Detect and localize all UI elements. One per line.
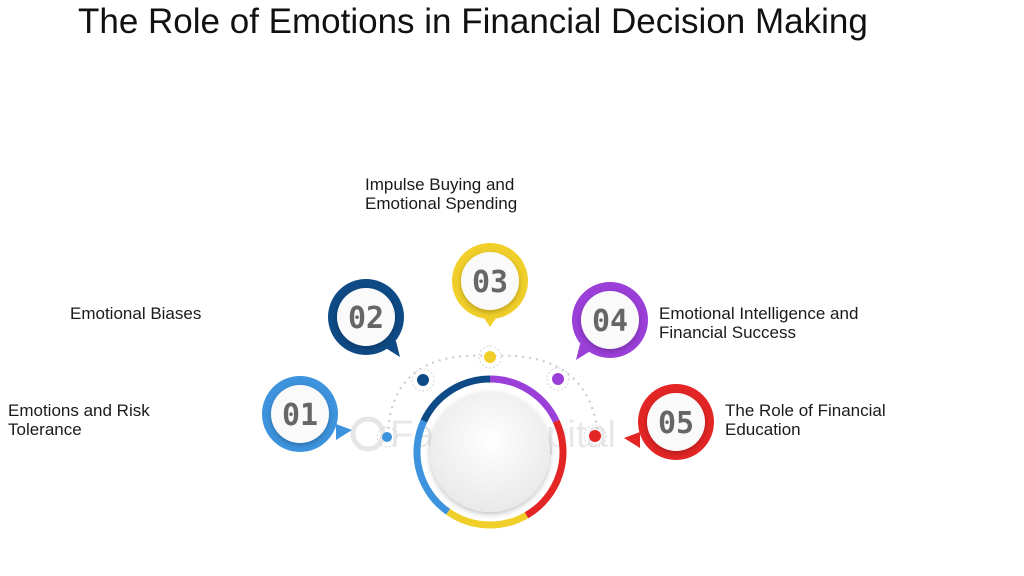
step-label-03-line1: Impulse Buying and xyxy=(365,175,515,194)
connector-dot-05-halo xyxy=(583,424,607,448)
badge-05-number: 05 xyxy=(658,406,694,441)
badge-01: 01 xyxy=(262,376,352,452)
page-title: The Role of Emotions in Financial Decisi… xyxy=(78,2,868,41)
ring-segment-yellow xyxy=(446,508,529,529)
step-label-01: Emotions and Risk Tolerance xyxy=(8,401,150,439)
ring-segment-purple xyxy=(489,375,560,423)
ring-segment-red xyxy=(524,419,567,519)
connector-dot-01 xyxy=(382,432,392,442)
badge-04-number: 04 xyxy=(592,304,628,339)
badge-02: 02 xyxy=(328,279,404,357)
badge-05-pointer xyxy=(624,432,640,448)
connector-dot-04-halo xyxy=(546,367,570,391)
badge-02-number: 02 xyxy=(348,301,384,336)
connector-dots xyxy=(376,345,607,448)
step-label-04-line1: Emotional Intelligence and xyxy=(659,304,859,323)
step-label-01-line1: Emotions and Risk xyxy=(8,401,150,420)
step-label-04-line2: Financial Success xyxy=(659,323,797,342)
badge-04: 04 xyxy=(572,282,648,360)
badge-04-disc xyxy=(581,291,639,349)
connector-dot-04 xyxy=(552,373,564,385)
badge-05-disc xyxy=(647,393,705,451)
connector-dot-02-halo xyxy=(411,368,435,392)
badge-05: 05 xyxy=(624,384,714,460)
connector-dot-03 xyxy=(484,351,496,363)
central-disc xyxy=(430,392,550,512)
step-label-03-line2: Emotional Spending xyxy=(365,194,518,213)
ring-segment-blue-light xyxy=(413,419,451,515)
step-label-01-line2: Tolerance xyxy=(8,420,82,439)
badge-01-pointer xyxy=(336,424,352,440)
central-ring xyxy=(413,375,567,529)
step-label-05: The Role of Financial Education xyxy=(725,401,886,439)
step-label-05-line2: Education xyxy=(725,420,801,439)
ring-segment-blue-dark xyxy=(420,375,491,423)
step-label-05-line1: The Role of Financial xyxy=(725,401,886,420)
step-label-02-line1: Emotional Biases xyxy=(70,304,202,323)
step-label-02: Emotional Biases xyxy=(70,304,201,323)
badge-01-number: 01 xyxy=(282,398,318,433)
connector-dot-03-halo xyxy=(478,345,502,369)
badge-02-disc xyxy=(337,288,395,346)
badge-03-number: 03 xyxy=(472,265,508,300)
step-label-03: Impulse Buying and Emotional Spending xyxy=(365,175,517,213)
watermark-gear-icon xyxy=(350,416,386,452)
connector-dot-05 xyxy=(589,430,601,442)
connector-dot-01-halo xyxy=(376,426,398,448)
badge-03: 03 xyxy=(452,243,528,327)
connector-dot-02 xyxy=(417,374,429,386)
badge-03-disc xyxy=(461,252,519,310)
badge-01-disc xyxy=(271,385,329,443)
step-label-04: Emotional Intelligence and Financial Suc… xyxy=(659,304,858,342)
